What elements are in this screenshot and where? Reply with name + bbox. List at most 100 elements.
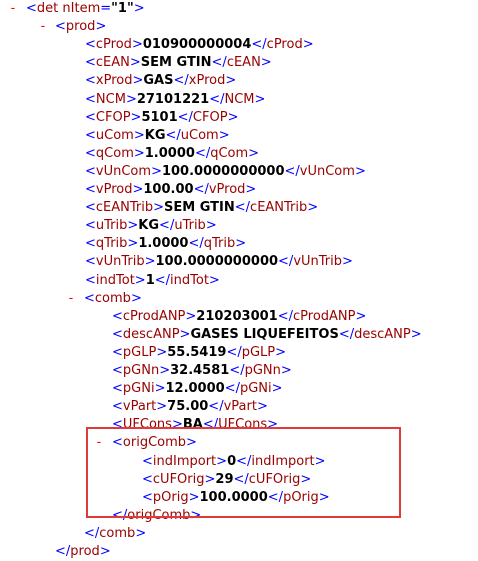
- origcomb-field-indImport-value: 0: [227, 453, 237, 469]
- comb-field-pGNn: <pGNn>32.4581</pGNn>: [112, 363, 292, 378]
- prod-field-cEANTrib-value: SEM GTIN: [164, 200, 235, 216]
- prod-field-qTrib-tag: qTrib: [95, 236, 128, 252]
- origcomb-node-toggle[interactable]: -: [95, 435, 103, 451]
- origcomb-node-open-line: <origComb>: [112, 435, 197, 451]
- origcomb-node-tag-name: origComb: [122, 435, 187, 451]
- prod-field-vProd-tag: vProd: [95, 182, 133, 197]
- prod-field-CFOP-value: 5101: [141, 109, 178, 125]
- prod-field-uTrib-tag: uTrib: [95, 218, 128, 234]
- prod-field-qTrib-value: 1.0000: [138, 236, 189, 252]
- prod-field-indTot: <indTot>1</indTot>: [85, 272, 220, 288]
- comb-field-cProdANP-value: 210203001: [196, 308, 278, 324]
- comb-field-descANP-value: GASES LIQUEFEITOS: [190, 326, 339, 342]
- comb-field-pGNi-tag: pGNi: [122, 381, 155, 397]
- prod-field-vUnTrib-value: 100.0000000000: [155, 254, 279, 270]
- prod-field-uCom-tag: uCom: [95, 127, 134, 143]
- prod-field-cProd-close-tag: cProd: [266, 37, 303, 53]
- prod-field-xProd-tag: xProd: [95, 73, 133, 89]
- prod-field-cEANTrib-close-tag: cEANTrib: [250, 200, 308, 216]
- prod-field-NCM-close-tag: NCM: [224, 91, 255, 107]
- prod-field-qCom-close-tag: qCom: [210, 145, 249, 161]
- origcomb-node-close-tag-name: origComb: [127, 507, 191, 523]
- origcomb-field-cUFOrig-tag: cUFOrig: [152, 471, 205, 487]
- origcomb-highlight-box: [86, 427, 401, 518]
- prod-field-vUnCom-value: 100.0000000000: [161, 163, 285, 179]
- origcomb-field-indImport: <indImport>0</indImport>: [142, 453, 326, 469]
- prod-field-uCom: <uCom>KG</uCom>: [85, 127, 230, 143]
- origcomb-field-pOrig: <pOrig>100.0000</pOrig>: [142, 489, 330, 505]
- comb-field-descANP-tag: descANP: [122, 326, 180, 342]
- prod-field-cProd: <cProd>010900000004</cProd>: [85, 37, 314, 53]
- prod-field-vUnTrib-close-tag: vUnTrib: [293, 254, 342, 270]
- prod-field-vProd-value: 100.00: [143, 182, 194, 197]
- prod-field-CFOP-tag: CFOP: [95, 109, 131, 125]
- comb-field-pGLP: <pGLP>55.5419</pGLP>: [112, 344, 287, 360]
- det-node-attr-value: "1": [111, 1, 134, 16]
- prod-field-uTrib-close-tag: uTrib: [174, 218, 206, 234]
- prod-field-qTrib-close-tag: qTrib: [203, 236, 236, 252]
- prod-field-cProd-tag: cProd: [95, 37, 132, 53]
- comb-field-vPart: <vPart>75.00</vPart>: [112, 399, 268, 415]
- comb-field-vPart-value: 75.00: [167, 399, 209, 415]
- prod-field-xProd-close-tag: xProd: [188, 73, 226, 89]
- comb-node-open-line: <comb>: [84, 290, 142, 306]
- origcomb-field-indImport-close-tag: indImport: [251, 453, 315, 469]
- comb-field-vPart-close-tag: vPart: [223, 399, 257, 415]
- prod-field-cEAN-tag: cEAN: [95, 55, 130, 71]
- comb-field-descANP-close-tag: descANP: [354, 326, 411, 342]
- comb-node-close-tag-name: comb: [99, 525, 136, 541]
- prod-field-NCM: <NCM>27101221</NCM>: [85, 91, 266, 107]
- origcomb-field-pOrig-value: 100.0000: [199, 489, 268, 505]
- det-node-open-line: <det nItem="1">: [26, 1, 145, 16]
- origcomb-field-indImport-tag: indImport: [152, 453, 217, 469]
- det-node-toggle[interactable]: -: [9, 1, 17, 16]
- comb-field-pGNn-value: 32.4581: [170, 363, 230, 378]
- origcomb-field-cUFOrig-value: 29: [215, 471, 234, 487]
- prod-field-cEANTrib: <cEANTrib>SEM GTIN</cEANTrib>: [85, 200, 319, 216]
- comb-field-pGNi-value: 12.0000: [165, 381, 225, 397]
- prod-field-vUnTrib-tag: vUnTrib: [95, 254, 145, 270]
- comb-field-pGLP-close-tag: pGLP: [241, 344, 276, 360]
- prod-field-CFOP: <CFOP>5101</CFOP>: [85, 109, 239, 125]
- prod-field-indTot-close-tag: indTot: [170, 272, 209, 288]
- prod-field-qCom: <qCom>1.0000</qCom>: [85, 145, 260, 161]
- comb-field-pGNi-close-tag: pGNi: [239, 381, 272, 397]
- prod-node-close-tag-name: prod: [70, 544, 100, 559]
- comb-field-pGLP-value: 55.5419: [167, 344, 227, 360]
- comb-field-descANP: <descANP>GASES LIQUEFEITOS</descANP>: [112, 326, 422, 342]
- comb-field-cProdANP-tag: cProdANP: [122, 308, 186, 324]
- comb-node-toggle[interactable]: -: [67, 290, 75, 306]
- prod-field-indTot-value: 1: [145, 272, 155, 288]
- prod-field-vProd: <vProd>100.00</vProd>: [85, 182, 257, 197]
- prod-field-uTrib-value: KG: [138, 218, 160, 234]
- prod-field-cEANTrib-tag: cEANTrib: [95, 200, 154, 216]
- comb-field-pGNi: <pGNi>12.0000</pGNi>: [112, 381, 283, 397]
- prod-node-tag-name: prod: [65, 19, 96, 35]
- prod-field-vUnCom: <vUnCom>100.0000000000</vUnCom>: [85, 163, 366, 179]
- prod-field-xProd: <xProd>GAS</xProd>: [85, 73, 237, 89]
- prod-field-cEAN-value: SEM GTIN: [140, 55, 212, 71]
- prod-field-vProd-close-tag: vProd: [208, 182, 246, 197]
- prod-field-vUnCom-tag: vUnCom: [95, 163, 152, 179]
- prod-field-NCM-value: 27101221: [136, 91, 210, 107]
- det-node-tag-name: det: [36, 1, 59, 16]
- comb-field-vPart-tag: vPart: [122, 399, 157, 415]
- prod-node-toggle[interactable]: -: [39, 19, 47, 35]
- prod-field-CFOP-close-tag: CFOP: [192, 109, 228, 125]
- prod-field-indTot-tag: indTot: [95, 272, 135, 288]
- origcomb-node-close-line: </origComb>: [112, 507, 202, 523]
- comb-field-cProdANP-close-tag: cProdANP: [293, 308, 356, 324]
- comb-field-cProdANP: <cProdANP>210203001</cProdANP>: [112, 308, 367, 324]
- origcomb-field-pOrig-tag: pOrig: [152, 489, 189, 505]
- prod-field-uCom-close-tag: uCom: [180, 127, 219, 143]
- prod-field-cProd-value: 010900000004: [142, 37, 252, 53]
- prod-field-uTrib: <uTrib>KG</uTrib>: [85, 218, 217, 234]
- prod-field-uCom-value: KG: [144, 127, 166, 143]
- prod-field-cEAN: <cEAN>SEM GTIN</cEAN>: [85, 55, 272, 71]
- origcomb-field-cUFOrig: <cUFOrig>29</cUFOrig>: [142, 471, 312, 487]
- prod-node-open-line: <prod>: [55, 19, 107, 35]
- prod-field-NCM-tag: NCM: [95, 91, 126, 107]
- prod-field-cEAN-close-tag: cEAN: [226, 55, 261, 71]
- prod-field-qCom-value: 1.0000: [144, 145, 195, 161]
